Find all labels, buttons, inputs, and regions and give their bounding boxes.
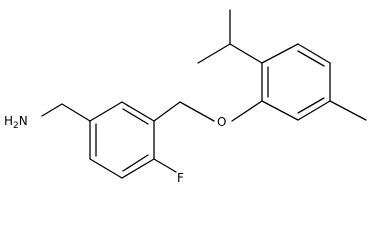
molecule-canvas: H2N O F bbox=[4, 9, 367, 185]
bond bbox=[41, 103, 63, 117]
bond bbox=[261, 43, 299, 64]
bond bbox=[261, 100, 299, 121]
bond bbox=[297, 100, 331, 121]
bond bbox=[179, 101, 215, 122]
bond bbox=[121, 158, 155, 179]
bond bbox=[153, 158, 177, 173]
bond bbox=[89, 101, 123, 122]
bond bbox=[231, 100, 263, 122]
double-bond bbox=[122, 108, 149, 125]
bond bbox=[61, 103, 91, 122]
isopropyl-methylphenyl-ring bbox=[261, 43, 331, 121]
fluorine-label: F bbox=[177, 171, 184, 185]
bond bbox=[329, 100, 367, 121]
amine-label: H2N bbox=[4, 114, 28, 131]
structure-diagram: H2N O F bbox=[4, 9, 367, 185]
bond bbox=[229, 43, 263, 64]
double-bond bbox=[122, 154, 149, 172]
bond bbox=[89, 158, 123, 179]
oxygen-label: O bbox=[217, 115, 226, 129]
bond bbox=[153, 101, 181, 122]
fluorobenzyl-ring bbox=[89, 101, 155, 179]
bond bbox=[121, 101, 155, 122]
double-bond bbox=[297, 97, 325, 114]
bond bbox=[197, 43, 231, 64]
double-bond bbox=[297, 50, 325, 67]
bond bbox=[297, 43, 331, 64]
